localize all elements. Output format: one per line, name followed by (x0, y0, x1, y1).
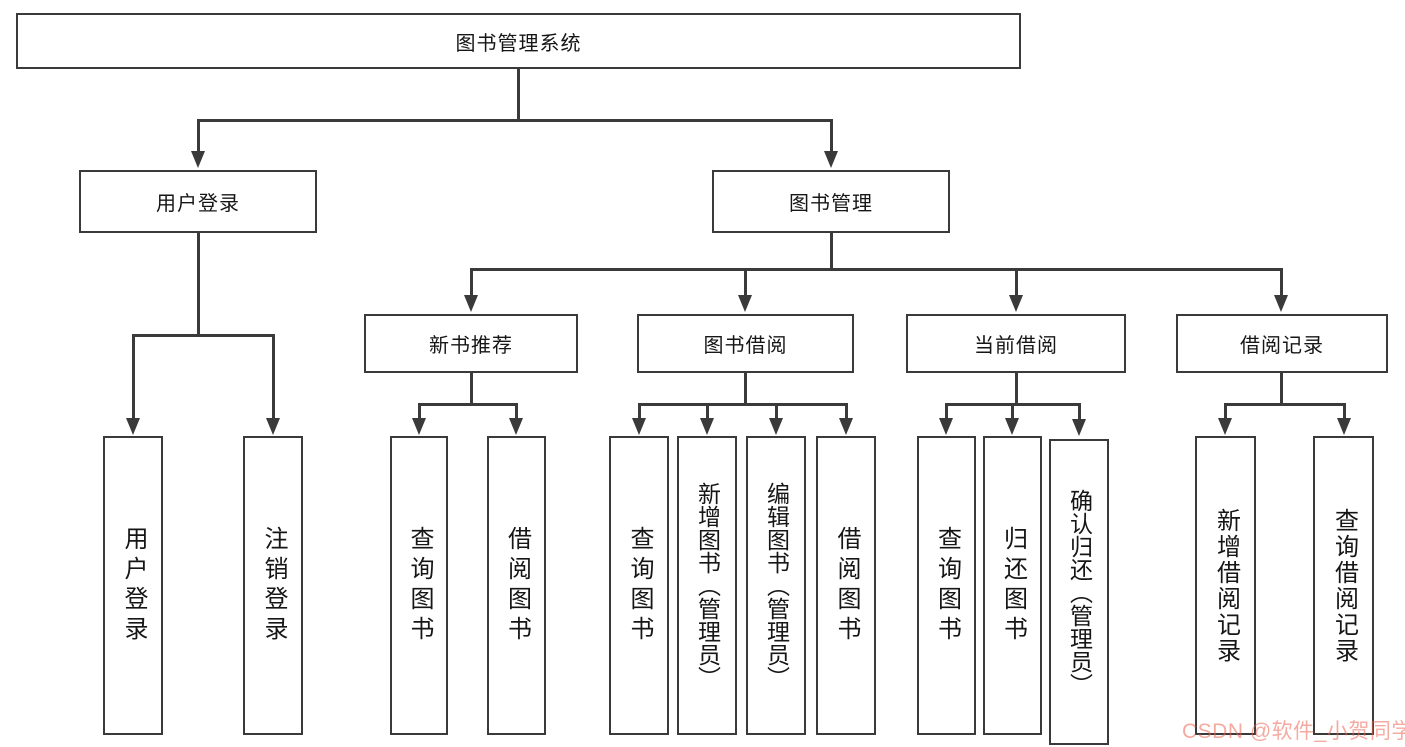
leaf-query-books-borrow: 查询图书 (609, 436, 669, 735)
connector-arm (638, 403, 641, 420)
leaf-add-borrow-record: 新增借阅记录 (1195, 436, 1256, 735)
connector-arm (470, 268, 473, 296)
connector-arm (1015, 268, 1018, 296)
node-library-management-system: 图书管理系统 (16, 13, 1021, 69)
connector-bookmgmt-rail (470, 268, 1282, 271)
connector-arm (845, 403, 848, 420)
connector-arm (272, 334, 275, 419)
connector-arm (706, 403, 709, 420)
arrow-down-icon (1274, 295, 1288, 312)
leaf-edit-book-admin: 编辑图书（管理员） (746, 436, 806, 735)
node-book-management: 图书管理 (712, 170, 950, 233)
connector-arm (1078, 403, 1081, 420)
connector-arm (1224, 403, 1227, 420)
arrow-down-icon (1009, 295, 1023, 312)
leaf-add-book-admin: 新增图书（管理员） (677, 436, 737, 735)
connector-bookmgmt-stem (830, 233, 833, 270)
node-user-login: 用户登录 (79, 170, 317, 233)
leaf-query-borrow-record: 查询借阅记录 (1313, 436, 1374, 735)
leaf-return-books: 归还图书 (983, 436, 1042, 735)
leaf-query-books-current: 查询图书 (917, 436, 976, 735)
arrow-down-icon (839, 418, 853, 435)
connector-userlogin-stem (197, 233, 200, 336)
arrow-down-icon (412, 418, 426, 435)
node-new-book-recommend: 新书推荐 (364, 314, 578, 373)
node-book-borrow: 图书借阅 (637, 314, 854, 373)
connector-arm (132, 334, 135, 419)
arrow-down-icon (700, 418, 714, 435)
node-borrow-records: 借阅记录 (1176, 314, 1388, 373)
connector-arm (418, 403, 421, 420)
connector-root-rail (197, 119, 832, 122)
arrow-down-icon (939, 418, 953, 435)
arrow-down-icon (1337, 418, 1351, 435)
connector-arm (744, 268, 747, 296)
connector-arm (775, 403, 778, 420)
connector-root-stem (517, 69, 520, 121)
connector-arm (830, 119, 833, 152)
connector-arm (1280, 268, 1283, 296)
connector-recommend-stem (470, 373, 473, 405)
arrow-down-icon (1005, 418, 1019, 435)
leaf-user-login: 用户登录 (103, 436, 163, 735)
arrow-down-icon (509, 418, 523, 435)
connector-borrow-stem (744, 373, 747, 405)
csdn-watermark: CSDN @软件_小贺同学 (1182, 720, 1405, 743)
connector-arm (1343, 403, 1346, 420)
arrow-down-icon (1072, 419, 1086, 436)
arrow-down-icon (191, 151, 205, 168)
leaf-query-books-recommend: 查询图书 (390, 436, 448, 735)
leaf-logout-login: 注销登录 (243, 436, 303, 735)
connector-records-rail (1224, 403, 1344, 406)
arrow-down-icon (266, 418, 280, 435)
connector-arm (197, 119, 200, 152)
connector-arm (1011, 403, 1014, 420)
leaf-confirm-return-admin: 确认归还（管理员） (1049, 439, 1109, 745)
arrow-down-icon (632, 418, 646, 435)
connector-current-stem (1015, 373, 1018, 405)
connector-recommend-rail (418, 403, 517, 406)
connector-userlogin-rail (132, 334, 274, 337)
connector-borrow-rail (638, 403, 846, 406)
connector-arm (515, 403, 518, 420)
arrow-down-icon (769, 418, 783, 435)
arrow-down-icon (824, 151, 838, 168)
arrow-down-icon (1218, 418, 1232, 435)
connector-arm (945, 403, 948, 420)
arrow-down-icon (464, 295, 478, 312)
arrow-down-icon (126, 418, 140, 435)
arrow-down-icon (738, 295, 752, 312)
connector-records-stem (1280, 373, 1283, 405)
leaf-borrow-books-recommend: 借阅图书 (487, 436, 546, 735)
node-current-borrow: 当前借阅 (906, 314, 1126, 373)
leaf-borrow-books-borrow: 借阅图书 (816, 436, 876, 735)
